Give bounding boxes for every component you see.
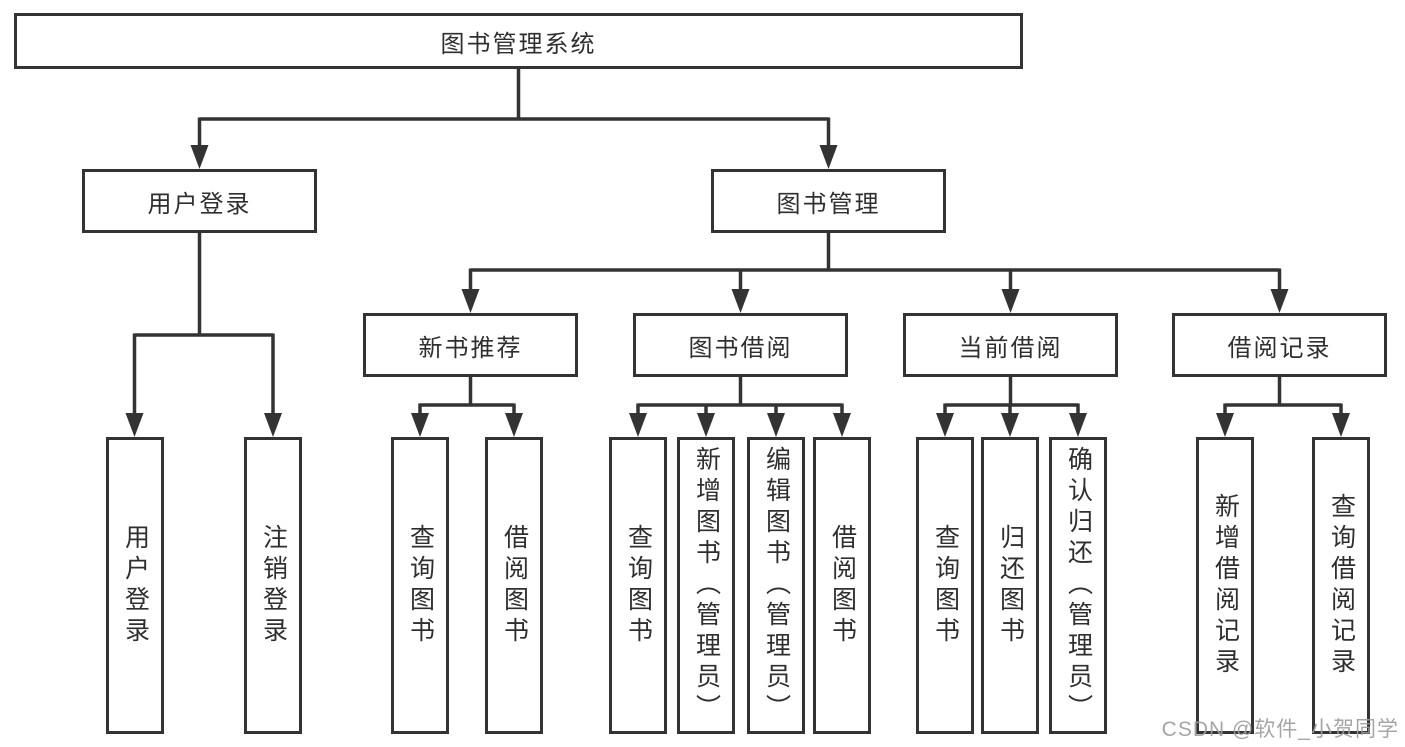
leaf-query-books-current: 查询图书 bbox=[916, 437, 974, 734]
node-label: 归还图书 bbox=[996, 523, 1025, 648]
node-library-management-system: 图书管理系统 bbox=[14, 13, 1023, 69]
arrow-down-icon bbox=[936, 413, 954, 437]
node-label: 用户登录 bbox=[147, 190, 252, 218]
arrow-down-icon bbox=[1216, 413, 1234, 437]
node-label: 确认归还（管理员） bbox=[1064, 446, 1093, 725]
arrow-down-icon bbox=[411, 413, 429, 437]
arrow-down-icon bbox=[190, 145, 209, 169]
node-label: 查询图书 bbox=[931, 523, 960, 648]
connector-borrow-branch bbox=[636, 377, 844, 414]
arrow-down-icon bbox=[1332, 413, 1350, 437]
node-label: 新书推荐 bbox=[418, 334, 523, 362]
node-label: 用户登录 bbox=[121, 523, 150, 648]
node-label: 新增借阅记录 bbox=[1211, 492, 1240, 679]
leaf-query-borrow-record: 查询借阅记录 bbox=[1312, 437, 1370, 734]
node-label: 查询借阅记录 bbox=[1327, 492, 1356, 679]
node-label: 图书管理 bbox=[776, 190, 881, 218]
arrow-down-icon bbox=[819, 145, 838, 169]
leaf-user-login: 用户登录 bbox=[106, 437, 164, 734]
arrow-down-icon bbox=[767, 413, 785, 437]
connector-newbook-branch bbox=[418, 377, 516, 414]
arrow-down-icon bbox=[1069, 413, 1087, 437]
leaf-add-books-admin: 新增图书（管理员） bbox=[677, 437, 735, 734]
node-label: 编辑图书（管理员） bbox=[762, 446, 791, 725]
arrow-down-icon bbox=[461, 289, 480, 313]
leaf-return-books: 归还图书 bbox=[981, 437, 1039, 734]
leaf-confirm-return-admin: 确认归还（管理员） bbox=[1049, 437, 1107, 734]
leaf-query-books-borrow: 查询图书 bbox=[609, 437, 667, 734]
node-label: 注销登录 bbox=[259, 523, 288, 648]
node-borrow-records: 借阅记录 bbox=[1172, 313, 1387, 377]
node-label: 新增图书（管理员） bbox=[692, 446, 721, 725]
arrow-down-icon bbox=[833, 413, 851, 437]
arrow-down-icon bbox=[731, 289, 750, 313]
node-label: 图书借阅 bbox=[688, 334, 793, 362]
connector-login-branch bbox=[132, 233, 275, 414]
node-label: 借阅图书 bbox=[500, 523, 529, 648]
node-label: 查询图书 bbox=[624, 523, 653, 648]
node-label: 借阅记录 bbox=[1227, 334, 1332, 362]
leaf-borrow-books-newbook: 借阅图书 bbox=[485, 437, 543, 734]
leaf-query-books-newbook: 查询图书 bbox=[391, 437, 449, 734]
arrow-down-icon bbox=[505, 413, 523, 437]
node-book-borrow: 图书借阅 bbox=[633, 313, 848, 377]
leaf-add-borrow-record: 新增借阅记录 bbox=[1196, 437, 1254, 734]
node-label: 查询图书 bbox=[406, 523, 435, 648]
arrow-down-icon bbox=[629, 413, 647, 437]
node-label: 图书管理系统 bbox=[440, 30, 597, 58]
arrowhead-icons bbox=[125, 145, 1350, 437]
leaf-edit-books-admin: 编辑图书（管理员） bbox=[747, 437, 805, 734]
node-label: 当前借阅 bbox=[958, 334, 1063, 362]
node-new-book-recommend: 新书推荐 bbox=[363, 313, 578, 377]
connector-management-branch bbox=[468, 233, 1282, 290]
arrow-down-icon bbox=[264, 413, 282, 437]
node-label: 借阅图书 bbox=[828, 523, 857, 648]
connector-records-branch bbox=[1223, 377, 1343, 414]
connector-root-branch bbox=[197, 69, 831, 146]
leaf-borrow-books-borrow: 借阅图书 bbox=[813, 437, 871, 734]
arrow-down-icon bbox=[697, 413, 715, 437]
node-user-login: 用户登录 bbox=[82, 169, 317, 233]
connector-paths bbox=[132, 69, 1343, 414]
arrow-down-icon bbox=[1001, 289, 1020, 313]
node-current-borrow: 当前借阅 bbox=[903, 313, 1118, 377]
arrow-down-icon bbox=[1270, 289, 1289, 313]
arrow-down-icon bbox=[125, 413, 144, 437]
leaf-logout: 注销登录 bbox=[244, 437, 302, 734]
connector-current-branch bbox=[943, 377, 1080, 414]
arrow-down-icon bbox=[1001, 413, 1019, 437]
node-book-management: 图书管理 bbox=[711, 169, 946, 233]
